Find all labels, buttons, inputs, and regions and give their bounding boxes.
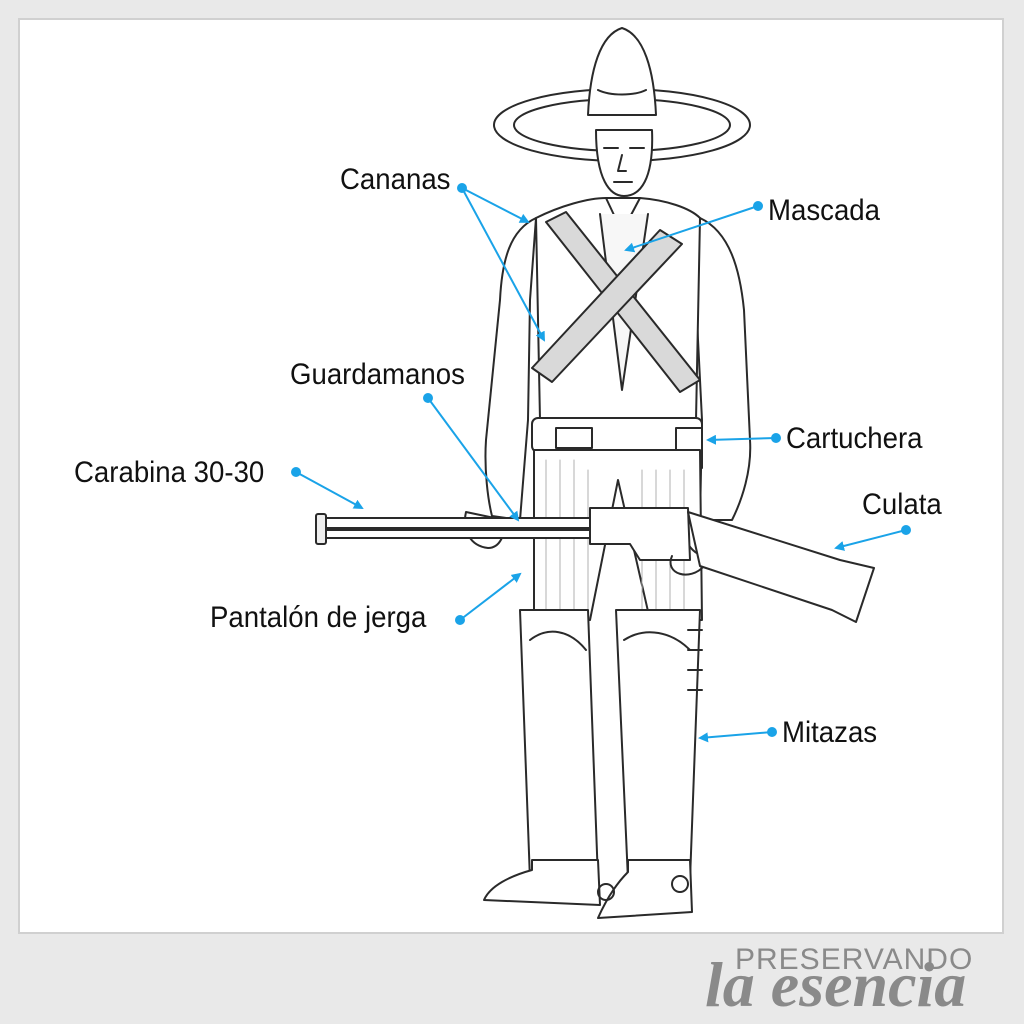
label-pantalon: Pantalón de jerga (210, 601, 427, 634)
leader-mascada (624, 205, 759, 253)
label-cartuchera: Cartuchera (786, 422, 923, 455)
label-guardamanos: Guardamanos (290, 358, 465, 391)
label-mascada: Mascada (768, 194, 880, 227)
leader-guardamanos (427, 397, 520, 522)
head (595, 129, 654, 197)
label-culata: Culata (862, 488, 942, 521)
leader-culata (834, 529, 907, 551)
carbine-rifle (315, 507, 875, 623)
label-cananas: Cananas (340, 163, 451, 196)
label-mitazas: Mitazas (782, 716, 878, 749)
leader-cartuchera (706, 434, 777, 445)
leader-pantalon (459, 572, 522, 621)
leader-carabina (295, 471, 364, 509)
leader-lines (295, 187, 907, 743)
leader-dots (291, 183, 911, 737)
brand-wordmark-bottom: la esencia (705, 949, 967, 1020)
leader-cananas-b (461, 187, 545, 342)
bandoliers (531, 211, 701, 393)
leggings (519, 609, 703, 881)
sombrero (493, 27, 751, 162)
leader-mitazas (698, 731, 773, 743)
leader-cananas-a (461, 187, 530, 223)
boots (483, 859, 693, 919)
label-carabina: Carabina 30-30 (74, 456, 265, 489)
brand-wordmark-top: PRESERVANDO (735, 943, 974, 976)
